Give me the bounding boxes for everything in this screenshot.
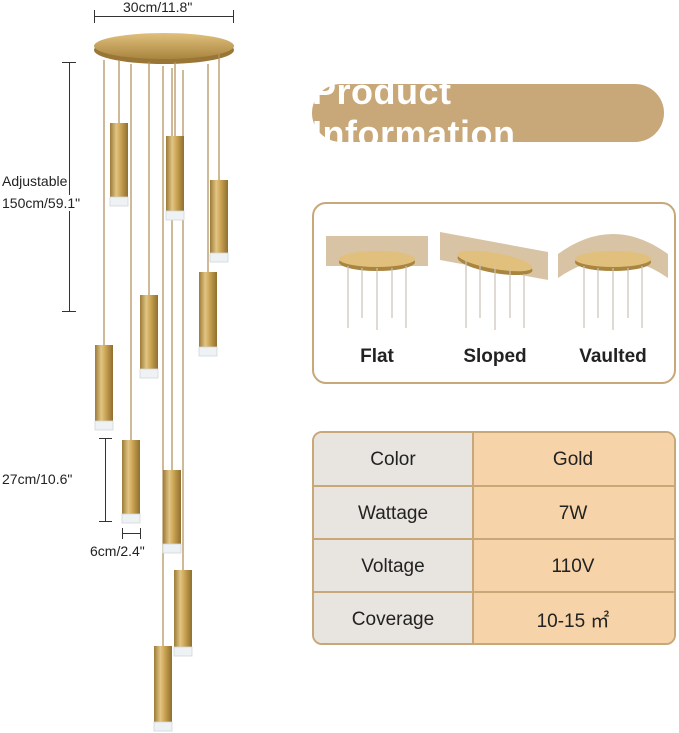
spec-label: Coverage	[314, 593, 472, 643]
pendant-shades	[94, 123, 229, 732]
adjustable-length: 150cm/59.1"	[2, 195, 81, 211]
spec-table: Color Gold Wattage 7W Voltage 110V Cover…	[312, 431, 676, 645]
shade-length-label: 27cm/10.6"	[2, 471, 73, 487]
canopy-plate	[94, 33, 234, 64]
ceiling-label-flat: Flat	[360, 346, 394, 367]
spec-value: 10-15 ㎡	[472, 593, 674, 643]
spec-label: Color	[314, 433, 472, 486]
spec-value: 7W	[472, 487, 674, 540]
sloped-ceiling-icon	[440, 232, 548, 330]
chandelier-illustration	[94, 33, 234, 732]
ceiling-label-sloped: Sloped	[463, 346, 527, 367]
adjustable-label: Adjustable	[2, 173, 68, 189]
ceiling-type-vaulted: Vaulted	[558, 204, 668, 384]
shade-diameter-label: 6cm/2.4"	[90, 543, 145, 559]
spec-value: 110V	[472, 540, 674, 593]
spec-row-color: Color Gold	[314, 433, 674, 486]
spec-value: Gold	[472, 433, 674, 486]
spec-label: Voltage	[314, 540, 472, 593]
ceiling-types-panel: Flat Sloped Vaulted	[312, 202, 676, 384]
flat-ceiling-icon	[326, 236, 428, 330]
width-label: 30cm/11.8"	[120, 0, 196, 15]
ceiling-label-vaulted: Vaulted	[579, 346, 647, 367]
spec-row-coverage: Coverage 10-15 ㎡	[314, 593, 674, 643]
vaulted-ceiling-icon	[558, 234, 668, 330]
spec-row-voltage: Voltage 110V	[314, 540, 674, 593]
spec-row-wattage: Wattage 7W	[314, 487, 674, 540]
ceiling-type-flat: Flat	[322, 204, 432, 384]
product-information-title: Product Information	[312, 71, 664, 154]
ceiling-type-sloped: Sloped	[440, 204, 550, 384]
spec-label: Wattage	[314, 487, 472, 540]
